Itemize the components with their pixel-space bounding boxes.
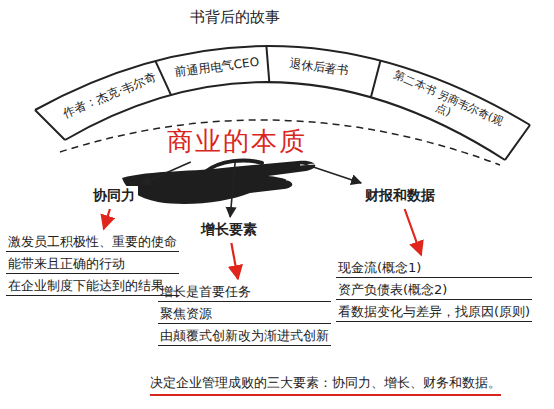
list-item: 聚焦资源 — [158, 304, 331, 324]
node-text: 作者：杰克·韦尔奇 — [61, 71, 158, 121]
list-item: 增长是首要任务 — [158, 282, 331, 302]
connector-arrow — [231, 243, 238, 279]
branch-label: 增长要素 — [198, 220, 260, 240]
node-text: 增长要素 — [201, 221, 257, 239]
list-item: 能带来且正确的行动 — [6, 254, 179, 274]
band-divider — [371, 61, 381, 98]
node-text: 协同力 — [93, 187, 135, 205]
detail-list: 激发员工积极性、重要的使命能带来且正确的行动在企业制度下能达到的结果 — [6, 232, 179, 298]
branch-label: 协同力 — [90, 186, 138, 206]
node-text: 第二本书 另商韦尔奇(观点) — [386, 68, 506, 141]
node-text: 商业的本质 — [167, 124, 307, 159]
list-item: 由颠覆式创新改为渐进式创新 — [158, 326, 331, 346]
connector-arrow — [104, 209, 110, 229]
dashed-arc — [60, 120, 500, 165]
band-divider — [266, 46, 269, 82]
band-segment: 前通用电气CEO — [173, 55, 259, 79]
caption: 决定企业管理成败的三大要素：协同力、增长、财务和数据。 — [150, 374, 501, 396]
node-text: 退休后著书 — [289, 57, 350, 78]
band-dividers — [155, 46, 380, 97]
list-item: 看数据变化与差异，找原因(原则) — [336, 302, 532, 322]
list-item: 在企业制度下能达到的结果 — [6, 276, 179, 296]
band-segment: 作者：杰克·韦尔奇 — [61, 71, 158, 121]
detail-list: 现金流(概念1)资产负债表(概念2)看数据变化与差异，找原因(原则) — [336, 258, 532, 324]
connector-arrow — [230, 162, 235, 217]
node-text: 前通用电气CEO — [173, 55, 259, 79]
band-segment: 退休后著书 — [289, 57, 350, 78]
branch-label: 财报和数据 — [362, 186, 438, 206]
connector-arrow — [141, 162, 191, 184]
hand-drawing — [122, 161, 315, 204]
node-text: 财报和数据 — [365, 187, 435, 205]
detail-list: 增长是首要任务聚焦资源由颠覆式创新改为渐进式创新 — [158, 282, 331, 348]
central-topic: 商业的本质 — [163, 124, 311, 159]
title: 书背后的故事 — [190, 8, 280, 27]
list-item: 现金流(概念1) — [336, 258, 532, 278]
connector-arrow — [405, 209, 422, 255]
band-segment: 第二本书 另商韦尔奇(观点) — [386, 68, 506, 141]
connector-arrow — [298, 162, 361, 183]
list-item: 资产负债表(概念2) — [336, 280, 532, 300]
hand-thumb — [205, 160, 262, 172]
list-item: 激发员工积极性、重要的使命 — [6, 232, 179, 252]
band-divider — [155, 61, 171, 95]
